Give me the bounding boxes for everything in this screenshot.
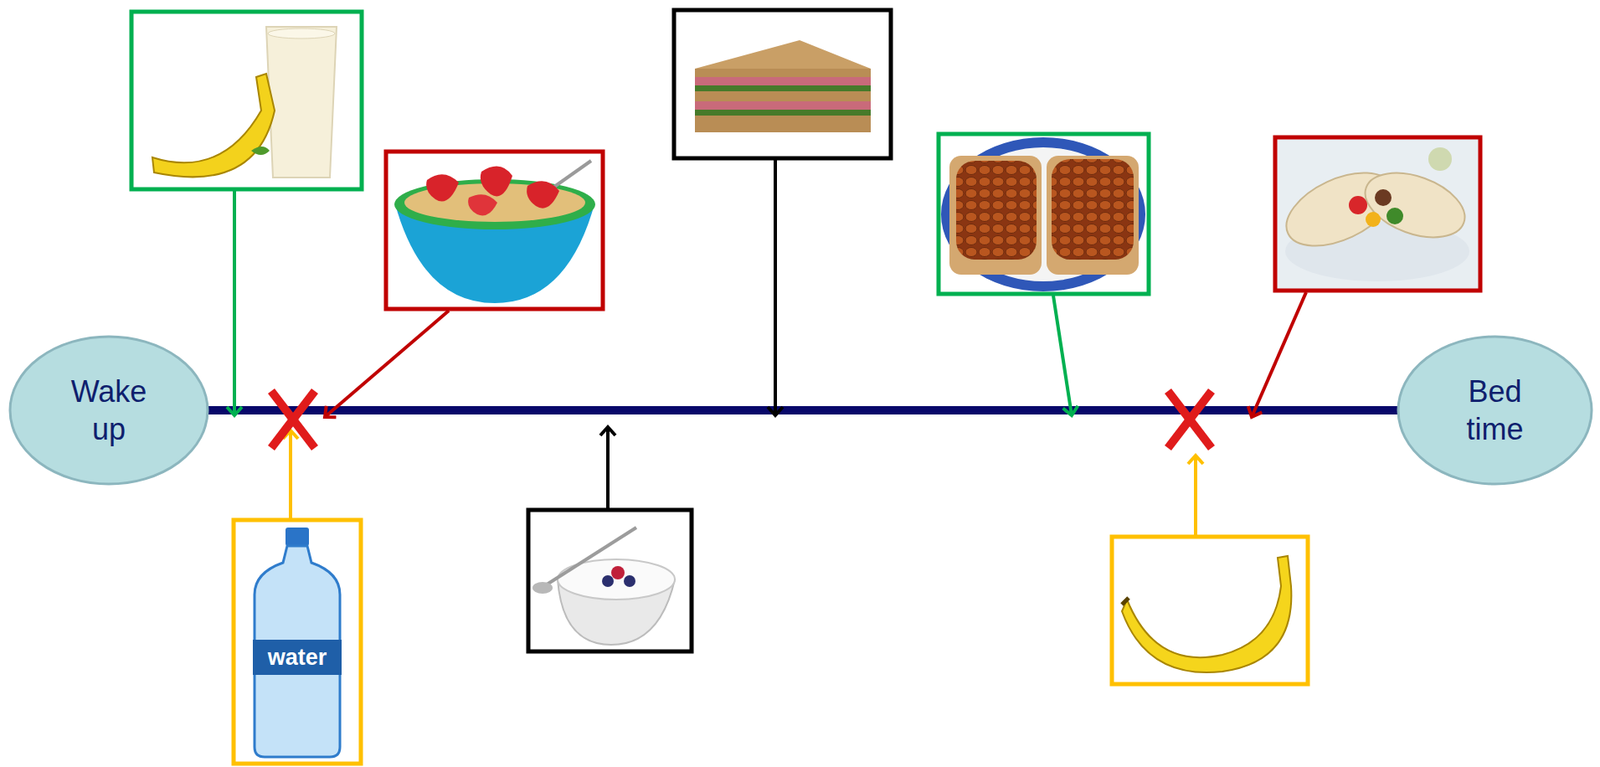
milk-surface [267,28,335,39]
banana [1121,555,1292,673]
picture-frame [528,509,692,652]
ellipse-shape [1398,336,1592,484]
picture-frame [673,10,891,159]
cereal-picture [385,151,603,309]
bread [694,115,871,133]
spoon-bowl [532,581,553,594]
timeline-line [207,406,1399,415]
tortilla [1356,160,1474,250]
water-bottle-picture [233,519,361,764]
beef [1374,189,1392,206]
cross-stroke [1167,390,1212,448]
plate [941,137,1146,292]
leader-arrow [1053,295,1072,416]
leader-arrow [288,430,293,519]
cross-mark [1167,390,1212,448]
banana-tip [1121,597,1129,605]
spoon [544,527,637,587]
ellipse-node: Wake up [8,334,210,486]
picture-frame [233,519,361,764]
yogurt-picture [528,509,692,652]
picture-frame [1275,137,1481,291]
ellipse-outline [1396,334,1594,486]
bread [694,40,871,69]
leader-arrow [606,427,610,509]
picture-frame [1111,536,1308,685]
picture-frame [131,11,362,190]
toast [1046,155,1139,275]
bottle-label-text: water [252,639,342,675]
node-label: Bed time [1440,372,1550,448]
cross-stroke [1167,390,1212,448]
bread [694,91,871,102]
beans-on-toast-picture [938,133,1149,294]
cross-mark [271,390,315,448]
bread [694,68,871,78]
leader-arrow [773,159,777,416]
lettuce [694,85,871,92]
strawberry [480,166,513,197]
pepper [1348,195,1368,215]
wrap-picture [1275,137,1481,291]
raspberry [611,565,625,580]
strawberry [426,174,459,201]
picture-frame [385,151,603,309]
leader-arrow [1251,292,1307,417]
node-label: Wake up [54,372,164,448]
picture-frame [938,133,1149,294]
pepper [1386,207,1404,225]
ellipse-node: Bed time [1396,334,1594,486]
leader-arrow [1193,455,1198,536]
bottle-label [252,639,342,675]
strawberry [468,194,498,216]
leader-arrow [324,310,449,417]
milk-glass [266,26,337,178]
ellipse-outline [8,334,210,486]
leader-arrow [232,190,237,416]
strawberry [526,180,560,208]
cross-stroke [271,390,315,448]
lettuce [694,109,871,116]
ellipse-shape [10,336,208,484]
beans [1051,159,1134,260]
toast [949,155,1042,275]
banana [152,73,275,177]
banana-milkshake-picture [131,11,362,190]
pepper [1365,211,1381,227]
mint-leaf [251,146,270,155]
bottle-cap [285,527,309,546]
banana-picture [1111,536,1308,685]
dip [1428,147,1452,171]
ham [694,77,871,86]
beans [956,160,1037,260]
sandwich-picture [673,10,891,159]
blueberry [601,575,614,587]
cross-stroke [271,390,315,448]
ham [694,101,871,110]
blueberry [623,575,636,587]
